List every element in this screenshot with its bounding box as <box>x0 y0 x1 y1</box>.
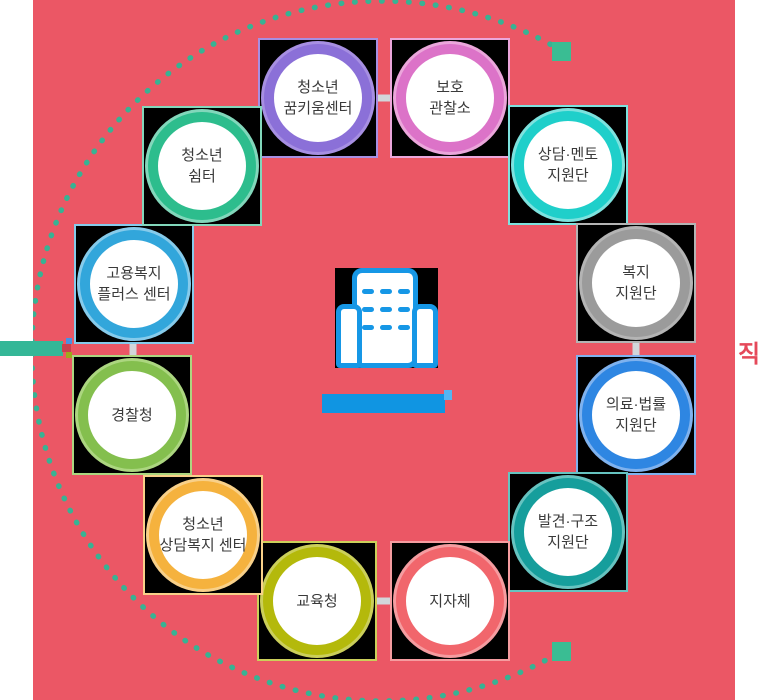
node-discovery-rescue-team: 발견·구조 지원단 <box>508 472 628 592</box>
node-label: 교육청 <box>296 592 338 610</box>
node-label: 청소년 <box>181 147 223 164</box>
node-label: 꿈키움센터 <box>283 100 353 117</box>
node-circle: 청소년 상담복지 센터 <box>149 481 257 589</box>
node-label: 지원단 <box>547 167 589 184</box>
window-icon <box>380 289 392 294</box>
node-circle: 교육청 <box>263 547 371 655</box>
node-circle: 보호 관찰소 <box>396 44 504 152</box>
window-icon <box>380 307 392 312</box>
node-circle: 복지 지원단 <box>582 229 690 337</box>
node-label: 지원단 <box>615 285 657 302</box>
node-label: 청소년 <box>182 516 224 533</box>
center-label-bar-notch <box>444 390 452 400</box>
node-police-agency: 경찰청 <box>72 355 192 475</box>
node-label: 청소년 <box>297 79 339 96</box>
node-local-government: 지자체 <box>390 541 510 661</box>
window-icon <box>362 325 374 330</box>
node-label: 보호 <box>436 79 464 96</box>
building-right-wing-icon <box>412 304 438 368</box>
right-margin <box>735 0 767 700</box>
window-icon <box>398 289 410 294</box>
window-icon <box>398 325 410 330</box>
node-label: 발견·구조 <box>537 513 599 530</box>
center-label-bar <box>322 394 445 413</box>
node-label: 경찰청 <box>111 406 153 424</box>
node-circle: 발견·구조 지원단 <box>514 478 622 586</box>
window-icon <box>398 307 410 312</box>
left-edge-teal-bar <box>0 341 63 356</box>
node-probation-office: 보호 관찰소 <box>390 38 510 158</box>
dotted-arc <box>29 0 565 700</box>
node-medical-legal-team: 의료·법률 지원단 <box>576 355 696 475</box>
node-label: 의료·법률 <box>605 396 667 413</box>
left-edge-olive-fragment <box>66 352 72 358</box>
left-edge-red-fragment <box>62 344 71 352</box>
window-icon <box>362 289 374 294</box>
arc-endpoint-square-bottom <box>552 642 571 661</box>
right-edge-text-fragment: 직 <box>738 341 761 368</box>
node-label: 복지 <box>622 264 650 281</box>
node-circle: 고용복지 플러스 센터 <box>80 230 188 338</box>
node-circle: 청소년 꿈키움센터 <box>264 44 372 152</box>
node-circle: 의료·법률 지원단 <box>582 361 690 469</box>
node-youth-counseling-welfare-center: 청소년 상담복지 센터 <box>143 475 263 595</box>
node-education-office: 교육청 <box>257 541 377 661</box>
node-label: 상담복지 센터 <box>159 537 247 554</box>
node-label: 지원단 <box>615 417 657 434</box>
node-youth-shelter: 청소년 쉼터 <box>142 106 262 226</box>
node-circle: 청소년 쉼터 <box>148 112 256 220</box>
node-label: 관찰소 <box>429 100 471 117</box>
node-circle: 경찰청 <box>78 361 186 469</box>
left-edge-blue-fragment <box>66 338 72 344</box>
node-label: 지자체 <box>429 592 471 610</box>
node-employment-welfare-plus-center: 고용복지 플러스 센터 <box>74 224 194 344</box>
node-circle: 상담·멘토 지원단 <box>514 111 622 219</box>
node-circle: 지자체 <box>396 547 504 655</box>
node-label: 쉼터 <box>188 168 216 185</box>
window-icon <box>380 325 392 330</box>
building-left-wing-icon <box>336 304 362 368</box>
node-label: 고용복지 <box>106 265 162 282</box>
node-youth-dream-center: 청소년 꿈키움센터 <box>258 38 378 158</box>
node-label: 플러스 센터 <box>97 286 171 303</box>
window-icon <box>362 307 374 312</box>
node-counseling-mentor-team: 상담·멘토 지원단 <box>508 105 628 225</box>
arc-endpoint-square-top <box>552 42 571 61</box>
node-label: 상담·멘토 <box>537 146 599 163</box>
node-welfare-team: 복지 지원단 <box>576 223 696 343</box>
node-label: 지원단 <box>547 534 589 551</box>
